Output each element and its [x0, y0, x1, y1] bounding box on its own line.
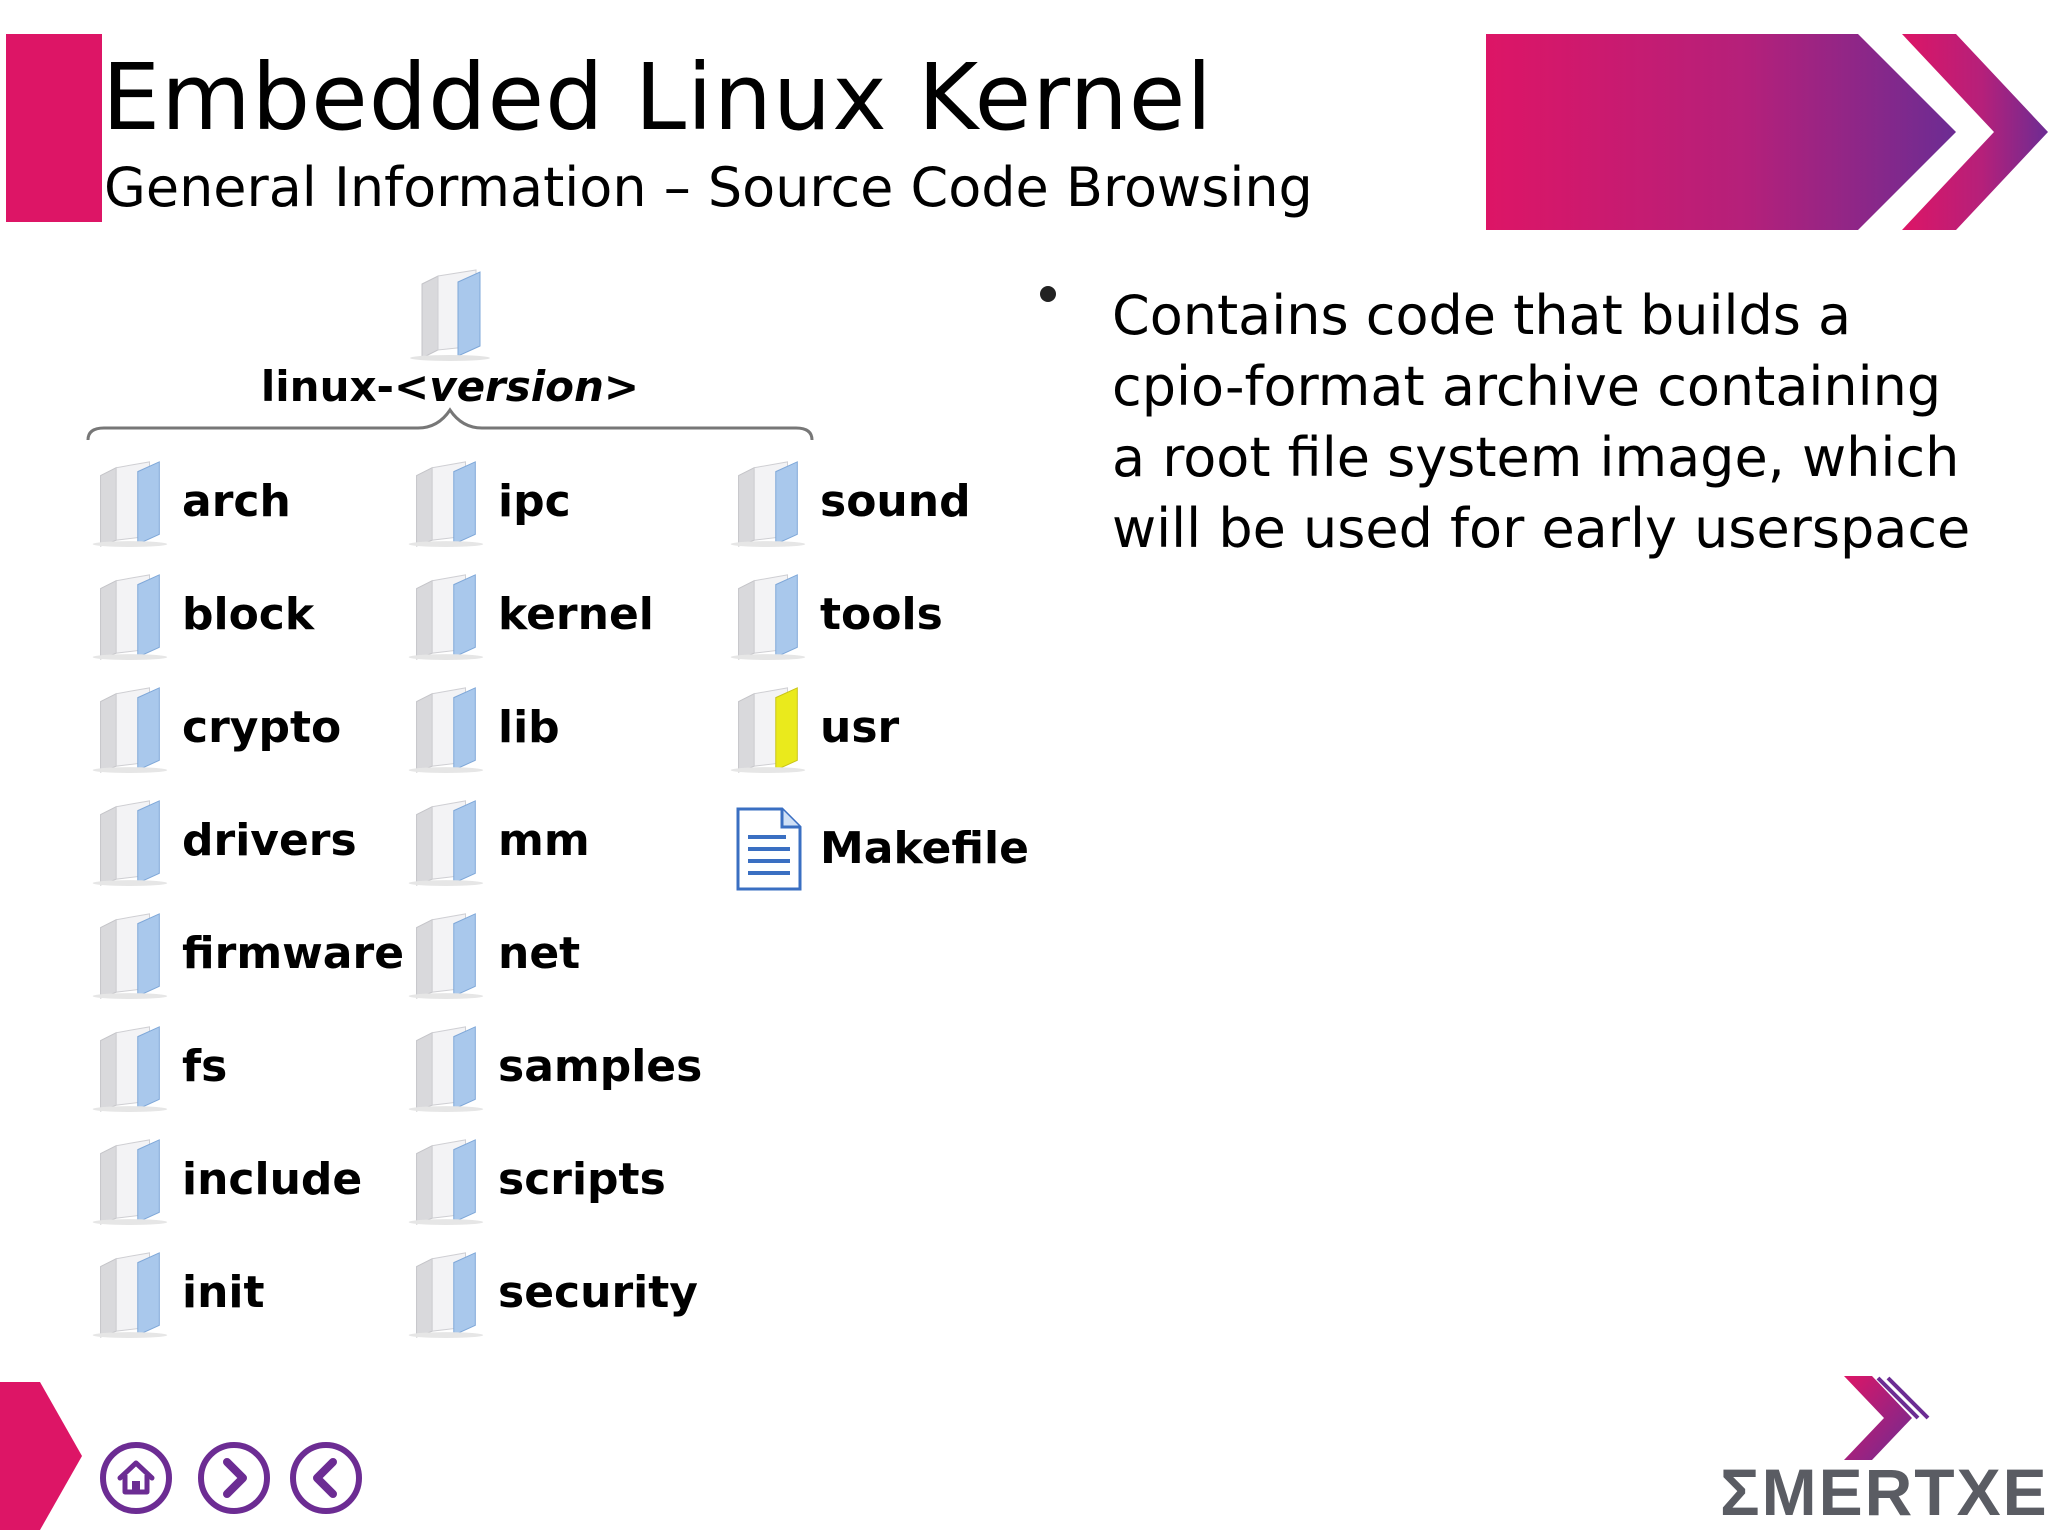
entry-label: tools [820, 589, 943, 640]
folder-crypto[interactable]: crypto [82, 680, 412, 776]
folder-icon [92, 1139, 168, 1226]
entry-label: firmware [182, 928, 405, 979]
folder-icon [92, 461, 168, 548]
folder-icon [92, 687, 168, 774]
folder-block[interactable]: block [82, 567, 412, 663]
folder-lib[interactable]: lib [398, 680, 728, 776]
entry-label: block [182, 589, 315, 640]
logo-text: ΣMERTXE [1720, 1455, 2048, 1529]
folder-icon [730, 687, 806, 774]
entry-label: fs [182, 1041, 228, 1092]
folder-firmware[interactable]: firmware [82, 906, 412, 1002]
chevron-right-icon [223, 1458, 247, 1498]
chevron-left-icon [313, 1458, 337, 1498]
bullet-text: Contains code that builds a cpio-format … [1112, 284, 1971, 560]
entry-label: usr [820, 702, 900, 753]
entry-label: Makefile [820, 823, 1029, 874]
folder-fs[interactable]: fs [82, 1019, 412, 1115]
entry-label: security [498, 1267, 698, 1318]
root-folder-icon [410, 269, 490, 361]
entry-label: mm [498, 815, 590, 866]
folder-include[interactable]: include [82, 1132, 412, 1228]
folder-ipc[interactable]: ipc [398, 454, 728, 550]
bullet-point [1040, 286, 1056, 302]
folder-icon [92, 1026, 168, 1113]
emertxe-logo: ΣMERTXE [1712, 1372, 2047, 1532]
home-icon [117, 1460, 155, 1495]
entry-label: sound [820, 476, 971, 527]
folder-init[interactable]: init [82, 1245, 412, 1341]
folder-security[interactable]: security [398, 1245, 728, 1341]
folder-usr[interactable]: usr [720, 680, 1050, 776]
folder-icon [408, 1026, 484, 1113]
folder-samples[interactable]: samples [398, 1019, 728, 1115]
slide-title: Embedded Linux Kernel [102, 44, 1213, 151]
folder-icon [730, 574, 806, 661]
folder-net[interactable]: net [398, 906, 728, 1002]
header-banner [1486, 34, 2048, 230]
folder-icon [408, 461, 484, 548]
folder-icon [730, 461, 806, 548]
folder-tools[interactable]: tools [720, 567, 1050, 663]
folder-mm[interactable]: mm [398, 793, 728, 889]
file-makefile[interactable]: Makefile [720, 801, 1050, 897]
entry-label: lib [498, 702, 560, 753]
logo-chevron-icon [1844, 1376, 1930, 1460]
folder-icon [408, 913, 484, 1000]
root-folder-label: linux-<version> [260, 362, 640, 411]
entry-label: net [498, 928, 581, 979]
next-slide-button[interactable] [198, 1442, 270, 1514]
folder-sound[interactable]: sound [720, 454, 1050, 550]
folder-icon [408, 1139, 484, 1226]
folder-icon [92, 1252, 168, 1339]
folder-scripts[interactable]: scripts [398, 1132, 728, 1228]
entry-label: scripts [498, 1154, 666, 1205]
home-button[interactable] [100, 1442, 172, 1514]
folder-icon [408, 574, 484, 661]
folder-icon [92, 800, 168, 887]
entry-label: crypto [182, 702, 342, 753]
folder-icon [408, 1252, 484, 1339]
folder-icon [92, 574, 168, 661]
folder-drivers[interactable]: drivers [82, 793, 412, 889]
previous-slide-button[interactable] [290, 1442, 362, 1514]
footer-accent-chevron [0, 1382, 82, 1530]
entry-label: samples [498, 1041, 703, 1092]
slide-subtitle: General Information – Source Code Browsi… [104, 156, 1313, 219]
entry-label: init [182, 1267, 265, 1318]
entry-label: ipc [498, 476, 571, 527]
tree-brace [86, 407, 814, 441]
document-icon [736, 807, 802, 891]
folder-arch[interactable]: arch [82, 454, 412, 550]
folder-icon [408, 800, 484, 887]
entry-label: kernel [498, 589, 654, 640]
entry-label: include [182, 1154, 363, 1205]
folder-kernel[interactable]: kernel [398, 567, 728, 663]
title-accent-bar [6, 34, 102, 222]
folder-icon [92, 913, 168, 1000]
entry-label: arch [182, 476, 291, 527]
folder-icon [408, 687, 484, 774]
entry-label: drivers [182, 815, 357, 866]
